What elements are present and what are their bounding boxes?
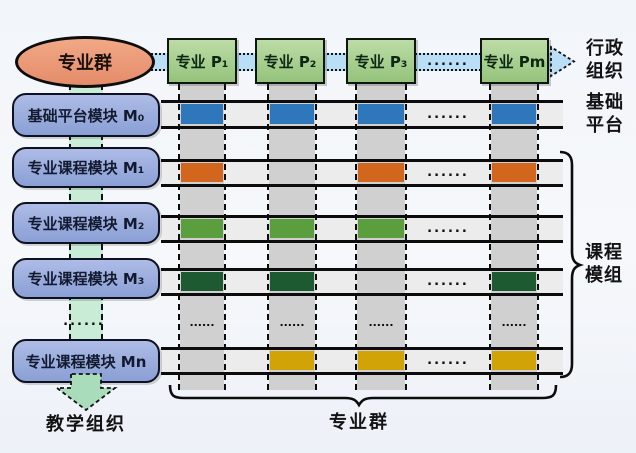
specialty-box-p3: 专业 P₃ xyxy=(346,38,416,84)
matrix-cell xyxy=(181,163,223,182)
basic-platform-label: 基础平台 xyxy=(586,92,624,137)
module-box-m0: 基础平台模块 M₀ xyxy=(12,93,160,137)
row-ellipsis: ...... xyxy=(427,165,469,180)
matrix-cell xyxy=(358,163,404,182)
module-box-m3: 专业课程模块 M₃ xyxy=(12,258,160,299)
grid-column-border xyxy=(178,84,226,390)
row-border-line xyxy=(161,184,563,187)
admin-arrow-head-icon xyxy=(550,45,576,78)
row-ellipsis: ...... xyxy=(427,353,469,368)
specialty-group-ellipse: 专业群 xyxy=(15,36,155,88)
column-ellipsis: ...... xyxy=(501,315,527,329)
matrix-cell xyxy=(181,219,223,238)
admin-band-ellipsis: ...... xyxy=(427,53,469,69)
matrix-cell xyxy=(492,104,536,124)
module-box-m1-label: 专业课程模块 M₁ xyxy=(27,159,145,177)
matrix-cell xyxy=(181,272,223,291)
matrix-cell xyxy=(492,163,536,182)
row-border-line xyxy=(161,100,563,103)
grid-column-border xyxy=(267,84,317,390)
column-ellipsis: ...... xyxy=(368,315,394,329)
specialty-box-p3-label: 专业 P₃ xyxy=(354,52,408,71)
row-border-line xyxy=(161,268,563,271)
matrix-cell xyxy=(270,272,314,291)
matrix-cell xyxy=(270,104,314,124)
specialty-box-p1: 专业 P₁ xyxy=(167,38,237,84)
column-ellipsis: ...... xyxy=(189,315,215,329)
matrix-cell xyxy=(492,351,536,370)
row-border-line xyxy=(161,240,563,243)
module-box-m2-label: 专业课程模块 M₂ xyxy=(27,214,145,233)
matrix-cell xyxy=(270,219,314,238)
module-gap-ellipsis: ...... xyxy=(63,313,105,329)
row-border-line xyxy=(161,126,563,129)
row-border-line xyxy=(161,347,563,350)
specialty-box-p2-label: 专业 P₂ xyxy=(263,52,317,71)
specialty-group-ellipse-label: 专业群 xyxy=(58,53,112,74)
module-box-mn: 专业课程模块 Mn xyxy=(12,339,160,383)
row-border-line xyxy=(161,372,563,375)
matrix-cell xyxy=(181,104,223,124)
matrix-cell xyxy=(358,104,404,124)
matrix-cell xyxy=(492,272,536,291)
grid-column-border xyxy=(489,84,539,390)
row-border-line xyxy=(161,293,563,296)
column-ellipsis: ...... xyxy=(279,315,305,329)
module-box-m1: 专业课程模块 M₁ xyxy=(12,147,160,188)
row-border-line xyxy=(161,159,563,162)
specialty-box-pm-label: 专业 Pm xyxy=(483,52,546,71)
matrix-cell xyxy=(270,351,314,370)
row-border-line xyxy=(161,215,563,218)
row-ellipsis: ...... xyxy=(427,274,469,289)
row-ellipsis: ...... xyxy=(427,221,469,236)
specialty-box-p2: 专业 P₂ xyxy=(255,38,325,84)
course-module-group-label: 课程模组 xyxy=(585,242,623,287)
matrix-cell xyxy=(358,219,404,238)
grid-column-border xyxy=(355,84,407,390)
specialty-box-p1-label: 专业 P₁ xyxy=(175,52,229,71)
module-box-m0-label: 基础平台模块 M₀ xyxy=(27,106,145,125)
module-box-m2: 专业课程模块 M₂ xyxy=(12,202,160,244)
module-box-m3-label: 专业课程模块 M₃ xyxy=(27,270,145,288)
grid-column xyxy=(491,84,537,390)
module-box-mn-label: 专业课程模块 Mn xyxy=(25,352,147,371)
course-module-brace-icon xyxy=(559,150,585,379)
row-ellipsis: ...... xyxy=(427,106,469,122)
teaching-org-label: 教学组织 xyxy=(46,414,126,435)
admin-org-label: 行政组织 xyxy=(586,38,624,83)
specialty-box-pm: 专业 Pm xyxy=(480,38,549,84)
specialty-group-bottom-label: 专业群 xyxy=(329,412,389,433)
matrix-cell xyxy=(358,351,404,370)
